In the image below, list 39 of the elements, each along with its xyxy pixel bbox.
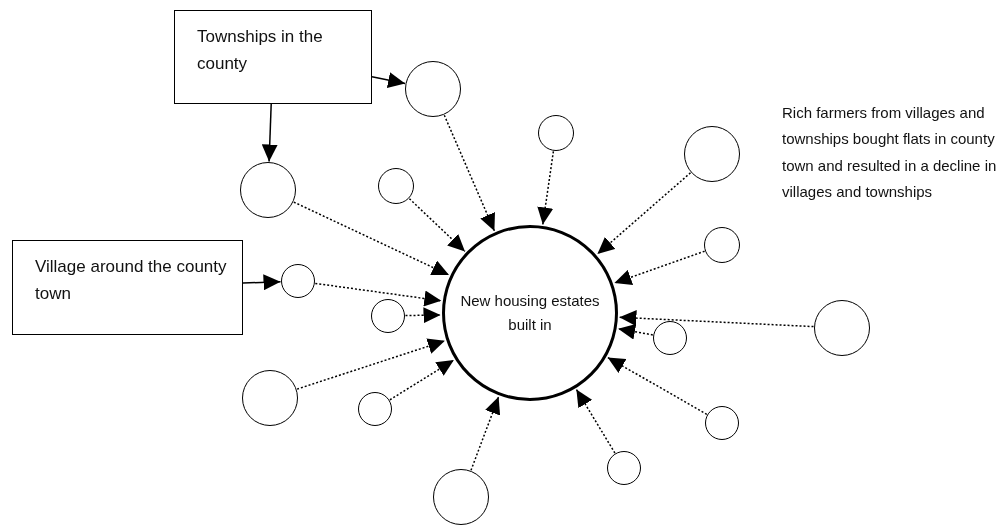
arrow <box>296 338 446 390</box>
small-circle <box>814 300 870 356</box>
small-circle <box>281 264 315 298</box>
arrow <box>613 250 706 285</box>
node-text: New housing estates built in <box>459 291 601 335</box>
arrow <box>408 197 466 253</box>
note-text: Rich farmers from villages and townships bought flats in county town and resulted in a decline in villages and townships <box>782 103 998 202</box>
small-circle <box>371 299 405 333</box>
arrow <box>606 356 708 416</box>
arrow <box>261 103 278 163</box>
small-circle <box>240 162 296 218</box>
small-circle <box>684 126 740 182</box>
node-text: Village around the county town <box>35 256 228 306</box>
arrow <box>537 150 555 226</box>
small-circle <box>242 370 298 426</box>
arrow <box>371 72 406 88</box>
arrow <box>470 396 501 472</box>
arrow <box>314 282 443 307</box>
arrow <box>404 307 442 324</box>
arrow <box>596 172 692 255</box>
arrow <box>242 274 282 291</box>
arrow <box>293 201 450 276</box>
arrow <box>575 388 616 454</box>
small-circle <box>705 406 739 440</box>
small-circle <box>378 168 414 204</box>
text-box <box>174 10 372 104</box>
text-box <box>12 240 243 335</box>
arrow <box>617 323 654 340</box>
node-text: Townships in the county <box>197 26 324 76</box>
small-circle <box>358 392 392 426</box>
arrow <box>389 359 455 401</box>
small-circle <box>653 321 687 355</box>
small-circle <box>704 227 740 263</box>
small-circle <box>433 469 489 525</box>
small-circle <box>607 451 641 485</box>
arrow <box>618 310 815 328</box>
small-circle <box>405 61 461 117</box>
arrow <box>443 114 496 232</box>
small-circle <box>538 115 574 151</box>
